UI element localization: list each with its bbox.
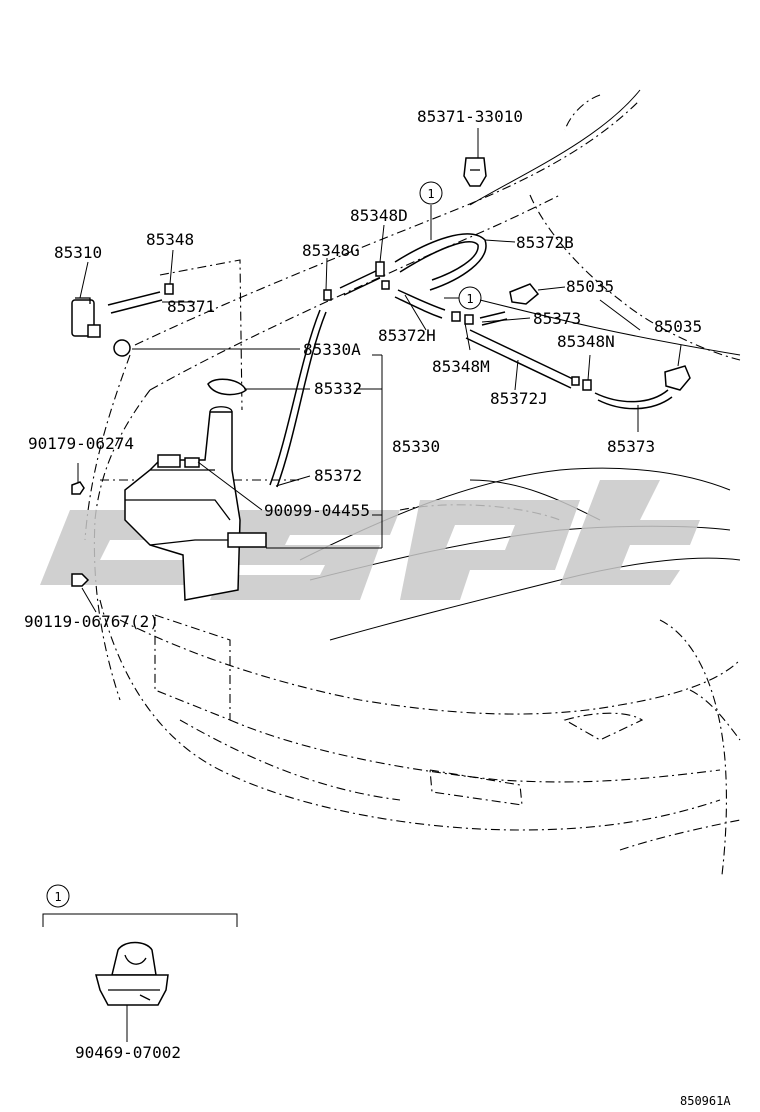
reservoir-cap xyxy=(207,378,247,396)
label-85372H: 85372H xyxy=(378,326,436,345)
washer-nozzle-b xyxy=(664,365,691,391)
label-85332: 85332 xyxy=(314,379,362,398)
label-85373-b: 85373 xyxy=(607,437,655,456)
callout-1a: 1 xyxy=(419,181,443,205)
label-90179-06274: 90179-06274 xyxy=(28,434,134,453)
callout-1b: 1 xyxy=(444,286,482,310)
label-85348N: 85348N xyxy=(557,332,615,351)
svg-text:1: 1 xyxy=(54,890,61,904)
car-body-outline xyxy=(84,89,741,876)
label-85330: 85330 xyxy=(392,437,440,456)
label-85348: 85348 xyxy=(146,230,194,249)
label-85372B: 85372B xyxy=(516,233,574,252)
label-85371: 85371 xyxy=(167,297,215,316)
label-90469-07002: 90469-07002 xyxy=(75,1043,181,1062)
svg-text:1: 1 xyxy=(427,187,434,201)
diagram-code: 850961A xyxy=(680,1094,731,1108)
bolt-90119 xyxy=(71,573,90,587)
part-labels: 85371-33010 85348D 85372B 85310 85348 85… xyxy=(24,107,702,631)
parts xyxy=(71,157,691,601)
label-85372: 85372 xyxy=(314,466,362,485)
label-85348G: 85348G xyxy=(302,241,360,260)
bolt-90179 xyxy=(71,481,85,495)
hose-clip xyxy=(463,157,487,187)
hoses xyxy=(107,233,673,488)
label-85348D: 85348D xyxy=(350,206,408,225)
washer-reservoir xyxy=(124,406,267,601)
label-85373-a: 85373 xyxy=(533,309,581,328)
clip-90469 xyxy=(95,941,169,1006)
label-85348M: 85348M xyxy=(432,357,490,376)
washer-pump xyxy=(71,297,131,357)
leader-lines xyxy=(77,128,682,613)
label-85372J: 85372J xyxy=(490,389,548,408)
tee-joint xyxy=(375,261,385,277)
washer-nozzle-a xyxy=(509,283,540,305)
label-90119-06767: 90119-06767(2) xyxy=(24,612,159,631)
label-90099-04455: 90099-04455 xyxy=(264,501,370,520)
label-85310: 85310 xyxy=(54,243,102,262)
label-85035-a: 85035 xyxy=(566,277,614,296)
label-85371-33010: 85371-33010 xyxy=(417,107,523,126)
svg-text:1: 1 xyxy=(466,292,473,306)
label-85035-b: 85035 xyxy=(654,317,702,336)
label-85330A: 85330A xyxy=(303,340,361,359)
inset-detail: 1 90469-07002 xyxy=(42,884,238,1062)
